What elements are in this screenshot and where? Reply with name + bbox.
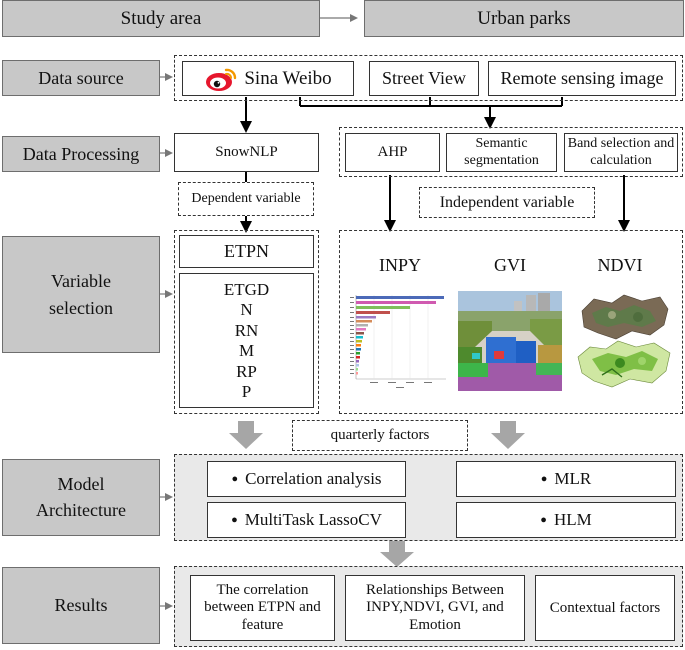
semantic-segmentation-box: Semantic segmentation <box>446 133 557 172</box>
data-processing-label: Data Processing <box>22 143 140 164</box>
model-architecture-label: Model Architecture <box>36 474 126 520</box>
weibo-source-box: Sina Weibo <box>182 61 354 96</box>
rp-label: RP <box>236 361 257 381</box>
ahp-box: AHP <box>345 133 440 172</box>
band-selection-box: Band selection and calculation <box>564 133 678 172</box>
etpn-box: ETPN <box>179 235 314 268</box>
multitask-lassocv-box: MultiTask LassoCV <box>207 502 406 538</box>
inpy-feature-chart-image <box>348 291 450 391</box>
data-processing-stage: Data Processing <box>2 136 160 172</box>
inpy-title: INPY <box>378 255 421 275</box>
quarterly-factors-label: quarterly factors <box>330 427 430 443</box>
m-label: M <box>238 341 255 361</box>
gvi-segmentation-image <box>458 291 562 391</box>
data-source-label: Data source <box>38 67 124 88</box>
weibo-label: Sina Weibo <box>244 67 332 89</box>
remote-sensing-label: Remote sensing image <box>500 68 664 88</box>
quarterly-factors-tag: quarterly factors <box>292 420 468 451</box>
snownlp-label: SnowNLP <box>215 144 278 160</box>
gray-down-arrow-left-icon <box>229 421 263 449</box>
dependent-variable-label: Dependent variable <box>191 191 301 206</box>
independent-variable-tag: Independent variable <box>419 187 595 218</box>
hlm-label: HLM <box>540 510 592 530</box>
hlm-box: HLM <box>456 502 676 538</box>
multitask-lassocv-label: MultiTask LassoCV <box>231 510 382 530</box>
semantic-segmentation-label: Semantic segmentation <box>464 136 539 168</box>
relationships-result-box: Relationships Between INPY,NDVI, GVI, an… <box>345 575 525 641</box>
data-source-stage: Data source <box>2 60 160 96</box>
weibo-icon <box>206 68 237 91</box>
ndvi-title: NDVI <box>597 255 643 275</box>
correlation-result-box: The correlation between ETPN and feature <box>190 575 335 641</box>
dependent-list-box: ETGD N RN M RP P <box>179 273 314 408</box>
etgd-label: ETGD <box>223 279 270 299</box>
ahp-label: AHP <box>377 144 408 160</box>
gvi-title: GVI <box>494 255 526 275</box>
study-area-stage: Study area <box>2 0 320 37</box>
correlation-analysis-box: Correlation analysis <box>207 461 406 497</box>
street-view-source-box: Street View <box>369 61 479 96</box>
mlr-box: MLR <box>456 461 676 497</box>
variable-selection-label: Variable selection <box>49 271 113 318</box>
gray-down-arrow-right-icon <box>491 421 525 449</box>
dependent-variable-tag: Dependent variable <box>178 182 314 216</box>
processing-panel <box>339 127 683 177</box>
independent-panel <box>339 230 683 414</box>
mlr-label: MLR <box>541 469 591 489</box>
variable-selection-stage: Variable selection <box>2 236 160 353</box>
results-stage: Results <box>2 567 160 644</box>
correlation-analysis-label: Correlation analysis <box>231 469 381 489</box>
rn-label: RN <box>234 320 259 340</box>
dependent-panel <box>174 230 319 414</box>
correlation-result-label: The correlation between ETPN and feature <box>204 582 321 633</box>
urban-parks-stage: Urban parks <box>364 0 684 37</box>
band-selection-label: Band selection and calculation <box>567 136 675 168</box>
study-area-label: Study area <box>120 7 202 29</box>
remote-sensing-source-box: Remote sensing image <box>488 61 676 96</box>
street-view-label: Street View <box>381 68 467 88</box>
p-label: P <box>241 382 252 402</box>
urban-parks-label: Urban parks <box>477 7 571 29</box>
results-label: Results <box>54 595 108 615</box>
snownlp-box: SnowNLP <box>174 133 319 172</box>
data-source-panel <box>174 55 683 101</box>
contextual-factors-box: Contextual factors <box>535 575 675 641</box>
contextual-factors-label: Contextual factors <box>549 599 661 616</box>
ndvi-maps-image <box>577 294 671 388</box>
independent-variable-label: Independent variable <box>439 193 575 211</box>
n-label: N <box>240 300 253 320</box>
model-architecture-stage: Model Architecture <box>2 459 160 536</box>
gray-down-arrow-center-icon <box>380 541 414 567</box>
relationships-result-label: Relationships Between INPY,NDVI, GVI, an… <box>366 582 504 633</box>
etpn-label: ETPN <box>224 241 269 261</box>
